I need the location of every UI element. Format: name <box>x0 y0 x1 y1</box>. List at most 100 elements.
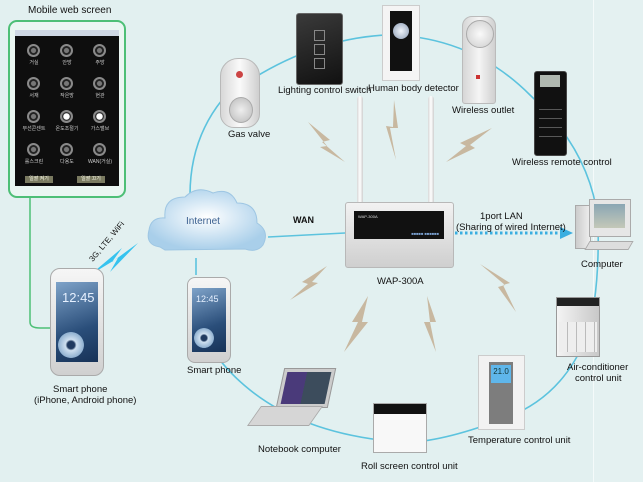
dandelion-wallpaper <box>194 328 214 348</box>
phone-clock: 12:45 <box>196 294 219 304</box>
bolt-icon <box>290 266 327 300</box>
monitor-screen <box>594 204 625 228</box>
computer-device <box>575 199 634 254</box>
room-toggle-label: 현관 <box>95 93 105 99</box>
status-bar <box>15 30 119 36</box>
gas-valve-logo <box>236 71 243 78</box>
mobile-web-link <box>29 196 52 329</box>
internet-cloud <box>147 189 266 251</box>
room-toggle-label: 거실 <box>29 60 39 66</box>
bolt-icon <box>446 128 492 162</box>
room-toggle-button[interactable] <box>60 44 73 57</box>
switch-button-2 <box>314 44 325 55</box>
smartphone-label: Smart phone <box>187 365 242 376</box>
lan-arrow-head <box>560 227 573 239</box>
remote-buttons <box>539 104 562 144</box>
antenna-right <box>428 96 434 206</box>
router-brand-text: ■■■■■ ■■■■■■ <box>411 231 439 236</box>
room-toggle-label: 주방 <box>95 60 105 66</box>
switch-button-3 <box>314 58 325 69</box>
wireless-remote-label: Wireless remote control <box>512 157 612 168</box>
human-body-detector-label: Human body detector <box>368 83 459 94</box>
room-toggle-button[interactable] <box>93 77 106 90</box>
internet-label: Internet <box>186 216 220 227</box>
aircon-device <box>556 297 600 357</box>
smartphone-main: 12:45 <box>50 268 104 376</box>
socket <box>466 20 494 48</box>
thermostat-device: 21.0 <box>478 355 525 430</box>
bolt-icon <box>386 100 398 160</box>
room-toggle-button[interactable] <box>93 143 106 156</box>
wan-link <box>267 232 346 238</box>
lan-label-line2: (Sharing of wired Internet) <box>456 222 566 233</box>
thermostat-panel: 21.0 <box>489 362 513 424</box>
phone-screen: 12:45 <box>56 282 98 362</box>
lighting-switch-label: Lighting control switch <box>278 85 372 96</box>
all-off-button[interactable]: 일괄 끄기 <box>77 176 105 183</box>
room-toggle-button[interactable] <box>93 110 106 123</box>
router-label: WAP-300A <box>377 276 424 287</box>
remote-display <box>540 75 560 87</box>
thermostat-display: 21.0 <box>491 365 511 383</box>
thermostat-label: Temperature control unit <box>468 435 571 446</box>
aircon-label-line1: Air-conditioner <box>567 362 629 373</box>
ring-link-left <box>189 99 223 196</box>
bolt-icon <box>480 264 516 312</box>
gas-valve-label: Gas valve <box>228 129 271 140</box>
lan-label-line1: 1port LAN <box>480 211 523 222</box>
mobile-web-screen-title: Mobile web screen <box>28 5 112 16</box>
router-device: WAP-300A ■■■■■ ■■■■■■ <box>345 202 454 268</box>
room-toggle-label: 작은방 <box>60 93 74 99</box>
room-toggle-label: 안방 <box>62 60 72 66</box>
room-toggle-label: 롤스크린 <box>24 159 44 165</box>
room-toggle-button[interactable] <box>93 44 106 57</box>
aircon-grille <box>559 322 597 352</box>
aircon-top-panel <box>557 298 599 306</box>
wireless-bolt-3g <box>90 243 138 275</box>
bolt-icon <box>308 122 345 162</box>
smartphone-main-sublabel: (iPhone, Android phone) <box>34 395 137 406</box>
notebook-label: Notebook computer <box>258 444 341 455</box>
wireless-outlet-label: Wireless outlet <box>452 105 515 116</box>
lighting-switch-device <box>296 13 343 85</box>
smartphone-main-label: Smart phone <box>53 384 108 395</box>
roll-screen-label: Roll screen control unit <box>361 461 458 472</box>
phone-screen: 12:45 <box>192 288 226 352</box>
antenna-left <box>357 96 363 206</box>
room-toggle-label: 무선콘센트 <box>22 126 46 132</box>
room-toggle-label: 가스밸브 <box>90 126 110 132</box>
wireless-remote-device <box>534 71 567 156</box>
router-front-panel: WAP-300A ■■■■■ ■■■■■■ <box>354 211 444 239</box>
detector-panel <box>390 11 412 71</box>
smartphone: 12:45 <box>187 277 231 363</box>
room-toggle-label: 다용도 <box>60 159 74 165</box>
status-led <box>476 75 480 79</box>
room-toggle-button[interactable] <box>27 77 40 90</box>
phone-clock: 12:45 <box>62 290 95 305</box>
bolt-icon <box>424 296 436 352</box>
computer-label: Computer <box>581 259 623 270</box>
wan-label: WAN <box>293 215 314 225</box>
room-toggle-label: WAN(거실) <box>87 159 112 165</box>
room-toggle-button[interactable] <box>27 110 40 123</box>
all-on-button[interactable]: 일괄 켜기 <box>25 176 53 183</box>
switch-button-1 <box>314 30 325 41</box>
gas-valve-device <box>220 58 260 128</box>
bolt-icon <box>344 296 368 352</box>
room-toggle-button[interactable] <box>27 143 40 156</box>
monitor <box>589 199 631 237</box>
router-model-text: WAP-300A <box>358 214 378 219</box>
wireless-outlet-device <box>462 16 496 104</box>
room-toggle-label: 서재 <box>29 93 39 99</box>
room-toggle-button[interactable] <box>60 143 73 156</box>
room-toggle-button[interactable] <box>60 110 73 123</box>
room-toggle-button[interactable] <box>27 44 40 57</box>
room-toggle-label: 온도조절기 <box>55 126 79 132</box>
roll-screen-top <box>374 404 426 414</box>
room-toggle-button[interactable] <box>60 77 73 90</box>
roll-screen-device <box>373 403 427 453</box>
dandelion-wallpaper <box>58 332 84 358</box>
